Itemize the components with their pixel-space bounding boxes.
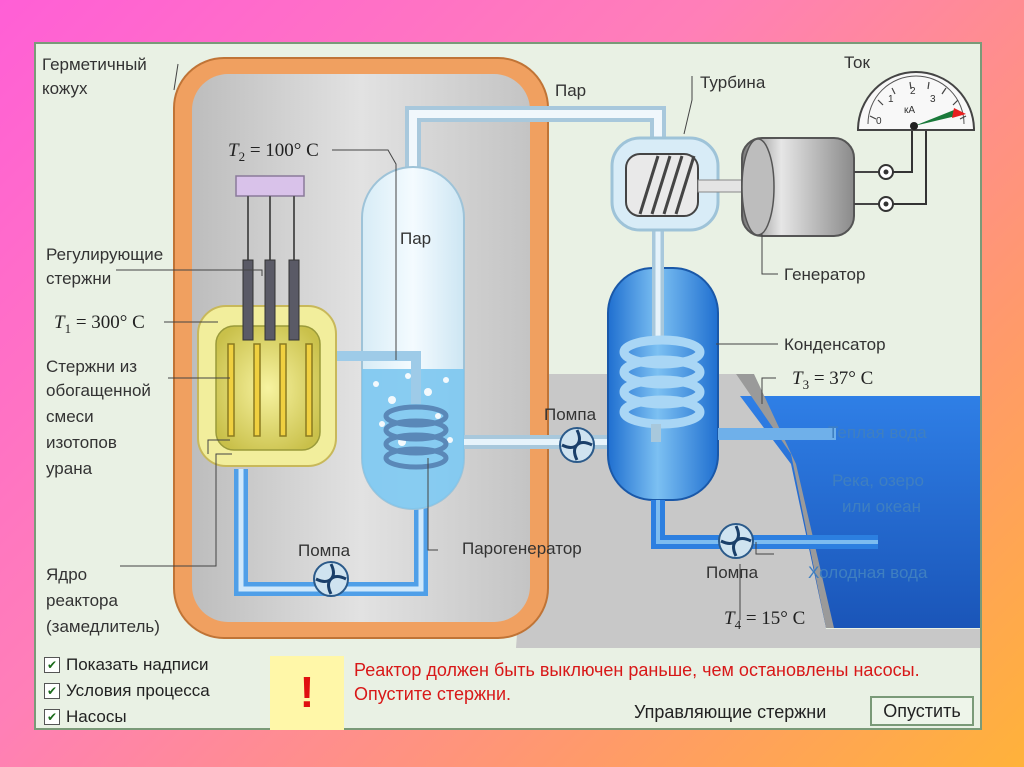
label-pump-mid: Помпа — [544, 405, 597, 424]
checkmark-icon[interactable]: ✔ — [44, 683, 60, 699]
checkmark-icon[interactable]: ✔ — [44, 709, 60, 725]
pumps-checkbox[interactable]: ✔ Насосы — [44, 706, 127, 728]
label-rods-2: стержни — [46, 269, 111, 288]
lower-rods-button[interactable]: Опустить — [870, 696, 974, 726]
meter-tick-0: 0 — [876, 116, 882, 127]
show-labels-checkbox[interactable]: ✔ Показать надписи — [44, 654, 208, 676]
simulation-panel: Герметичный кожух Пар Турбина Ток кА 0 1… — [34, 42, 982, 730]
label-river-2: или океан — [842, 497, 921, 516]
label-steam-generator: Парогенератор — [462, 539, 582, 558]
label-steam-inner: Пар — [400, 229, 431, 248]
steam-generator-coil — [383, 404, 449, 470]
river-water — [740, 396, 980, 628]
checkmark-icon[interactable]: ✔ — [44, 657, 60, 673]
label-rods-1: Регулирующие — [46, 245, 163, 264]
generator-terminals — [854, 126, 927, 212]
fuel-rods — [227, 343, 313, 437]
ammeter-needle — [914, 110, 956, 126]
label-t3: T3 = 37° C — [792, 368, 873, 392]
label-turbine: Турбина — [700, 73, 766, 92]
meter-tick-2: 2 — [910, 86, 916, 97]
label-cold-water: Холодная вода — [808, 563, 928, 582]
pump-secondary — [559, 427, 595, 463]
pump-cooling — [718, 523, 754, 559]
label-warm-water: Теплая вода — [828, 423, 927, 442]
label-fuel-2: обогащенной — [46, 381, 151, 400]
label-fuel-4: изотопов — [46, 433, 117, 452]
process-conditions-text: Условия процесса — [66, 681, 210, 700]
label-core-2: реактора — [46, 591, 118, 610]
label-core-3: (замедлитель) — [46, 617, 160, 636]
river-bank — [736, 374, 834, 628]
meter-unit: кА — [904, 105, 915, 116]
process-conditions-checkbox[interactable]: ✔ Условия процесса — [44, 680, 210, 702]
label-river-1: Река, озеро — [832, 471, 924, 490]
label-t2: T2 = 100° C — [228, 140, 319, 164]
label-generator: Генератор — [784, 265, 865, 284]
label-fuel-3: смеси — [46, 407, 94, 426]
label-t4: T4 = 15° C — [724, 608, 805, 632]
exclamation-icon: ! — [270, 656, 344, 730]
meter-tick-1: 1 — [888, 94, 894, 105]
control-rod-drive — [235, 175, 305, 197]
label-current: Ток — [844, 53, 871, 72]
label-t1: T1 = 300° C — [54, 312, 145, 336]
label-fuel-5: урана — [46, 459, 93, 478]
show-labels-text: Показать надписи — [66, 655, 209, 674]
ammeter — [856, 71, 976, 131]
pumps-text: Насосы — [66, 707, 127, 726]
control-bar: ✔ Показать надписи ✔ Условия процесса ✔ … — [36, 650, 980, 730]
reactor-diagram: Герметичный кожух Пар Турбина Ток кА 0 1… — [42, 53, 980, 648]
control-rods — [242, 196, 300, 341]
label-pump-bottom: Помпа — [298, 541, 351, 560]
label-condenser: Конденсатор — [784, 335, 886, 354]
condenser-coil — [619, 335, 705, 429]
label-core-1: Ядро — [46, 565, 87, 584]
control-rods-label: Управляющие стержни — [634, 702, 827, 722]
pump-primary — [313, 561, 349, 597]
warning-message: Реактор должен быть выключен раньше, чем… — [354, 660, 920, 704]
meter-tick-3: 3 — [930, 94, 936, 105]
label-pump-right: Помпа — [706, 563, 759, 582]
label-casing-1: Герметичный — [42, 55, 147, 74]
label-steam-top: Пар — [555, 81, 586, 100]
label-fuel-1: Стержни из — [46, 357, 137, 376]
label-casing-2: кожух — [42, 79, 88, 98]
